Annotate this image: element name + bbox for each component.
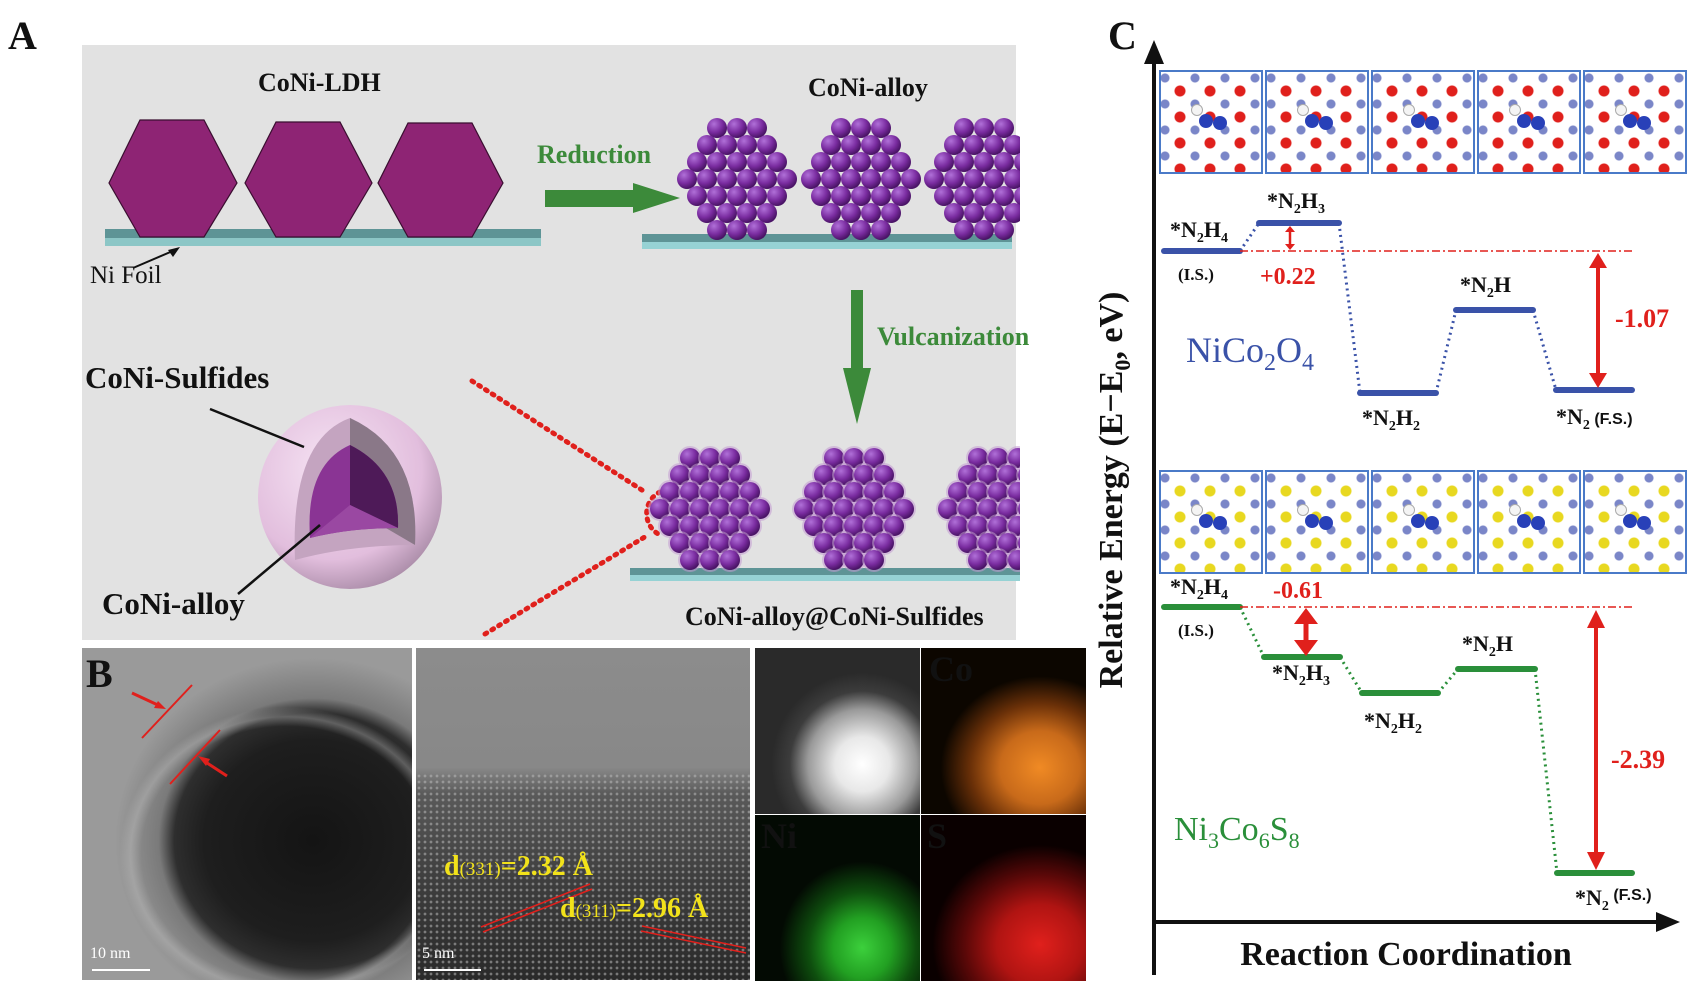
svg-text:*N2H: *N2H	[1462, 631, 1513, 660]
svg-text:Relative Energy (E−E0, eV): Relative Energy (E−E0, eV)	[1093, 292, 1135, 689]
adsorption-structure-thumbnail	[1265, 70, 1369, 174]
svg-text:*N2H2: *N2H2	[1362, 405, 1420, 434]
reduction-arrow-icon	[545, 183, 680, 213]
ni-element-map: Ni	[755, 815, 920, 981]
ldh-hexagons	[108, 119, 504, 238]
s-map-label: S	[927, 816, 948, 856]
svg-text:*N2 (F.S.): *N2 (F.S.)	[1556, 404, 1633, 433]
adsorption-structure-thumbnail	[1371, 470, 1475, 574]
hrtem-image-lattice: d(331)=2.32 Å d(311)=2.96 Å 5 nm	[416, 648, 750, 980]
panel-c-letter: C	[1108, 13, 1137, 58]
y-axis-label: Relative Energy (E−E0, eV)	[1093, 292, 1135, 689]
svg-text:-1.07: -1.07	[1615, 304, 1669, 333]
schematic-graphics	[105, 118, 1020, 637]
co-element-map: Co	[921, 648, 1086, 814]
s-element-map: S	[921, 815, 1086, 981]
adsorption-structure-thumbnail	[1265, 470, 1369, 574]
svg-text:*N2H4: *N2H4	[1170, 217, 1228, 246]
ni3co6s8-series: *N2H4 (I.S.) *N2H3 -0.61 *N2H2 *N2H *N2 …	[1161, 574, 1665, 914]
svg-text:(I.S.): (I.S.)	[1178, 621, 1214, 640]
label-coni-ldh: CoNi-LDH	[258, 68, 381, 97]
svg-text:*N2H3: *N2H3	[1267, 188, 1325, 217]
adsorption-structure-thumbnail	[1477, 470, 1581, 574]
y-axis-arrow-icon	[1144, 40, 1164, 64]
co-map-label: Co	[929, 649, 973, 689]
coni-alloy-clusters	[677, 118, 1020, 240]
svg-text:*N2 (F.S.): *N2 (F.S.)	[1575, 885, 1652, 914]
adsorption-structure-thumbnail	[1159, 70, 1263, 174]
svg-text:+0.22: +0.22	[1260, 264, 1316, 290]
tem-scale-bar-label: 10 nm	[90, 945, 131, 962]
label-vulcanization: Vulcanization	[877, 322, 1030, 351]
svg-text:-2.39: -2.39	[1611, 745, 1665, 774]
vulcanization-arrow-icon	[843, 290, 871, 424]
label-reduction: Reduction	[537, 140, 652, 169]
adsorption-structure-thumbnail	[1371, 70, 1475, 174]
svg-text:*N2H: *N2H	[1460, 272, 1511, 301]
svg-text:(I.S.): (I.S.)	[1178, 265, 1214, 284]
ni3co6s8-structure-strip	[1159, 470, 1689, 574]
d331-spacing-label: d(331)=2.32 Å	[444, 851, 593, 882]
adsorption-structure-thumbnail	[1477, 70, 1581, 174]
haadf-map	[755, 648, 920, 814]
hrtem-scale-bar-label: 5 nm	[422, 945, 455, 962]
core-shell-sphere-illustration	[209, 405, 442, 595]
adsorption-structure-thumbnail	[1583, 470, 1687, 574]
svg-text:*N2H4: *N2H4	[1170, 574, 1228, 603]
x-axis-arrow-icon	[1656, 912, 1680, 932]
svg-text:Ni3Co6S8: Ni3Co6S8	[1174, 811, 1300, 853]
shell-thickness-markers	[92, 684, 228, 971]
label-coni-alloy-core: CoNi-alloy	[102, 586, 245, 621]
axes	[1144, 40, 1680, 975]
svg-text:NiCo2O4: NiCo2O4	[1186, 330, 1314, 376]
panel-a-letter: A	[8, 13, 37, 58]
x-axis-label: Reaction Coordination	[1240, 936, 1572, 973]
nico2o4-series: *N2H4 (I.S.) *N2H3 +0.22 *N2H *N2H2 *N2 …	[1161, 188, 1669, 434]
adsorption-structure-thumbnail	[1159, 470, 1263, 574]
zoom-callout-lines	[469, 378, 663, 637]
svg-text:-0.61: -0.61	[1273, 578, 1323, 604]
lattice-fringe-markers	[424, 883, 747, 971]
ni-foil-pointer	[132, 247, 180, 269]
energy-diagram: Relative Energy (E−E0, eV) *N2H4 (I.S.) …	[1093, 40, 1680, 975]
label-coni-sulfides: CoNi-Sulfides	[85, 360, 270, 395]
panel-b-letter: B	[86, 651, 113, 696]
label-ni-foil: Ni Foil	[90, 262, 162, 289]
label-coni-alloy-top: CoNi-alloy	[808, 73, 928, 102]
adsorption-structure-thumbnail	[1583, 70, 1687, 174]
svg-text:*N2H2: *N2H2	[1364, 708, 1422, 737]
svg-text:*N2H3: *N2H3	[1272, 660, 1330, 689]
coni-sulfide-coated-clusters	[648, 446, 1020, 572]
ni-map-label: Ni	[761, 816, 797, 856]
nico2o4-structure-strip	[1159, 70, 1689, 174]
d311-spacing-label: d(311)=2.96 Å	[560, 893, 709, 924]
tem-image-core-shell: B 10 nm	[82, 648, 412, 980]
label-core-shell: CoNi-alloy@CoNi-Sulfides	[685, 602, 984, 631]
